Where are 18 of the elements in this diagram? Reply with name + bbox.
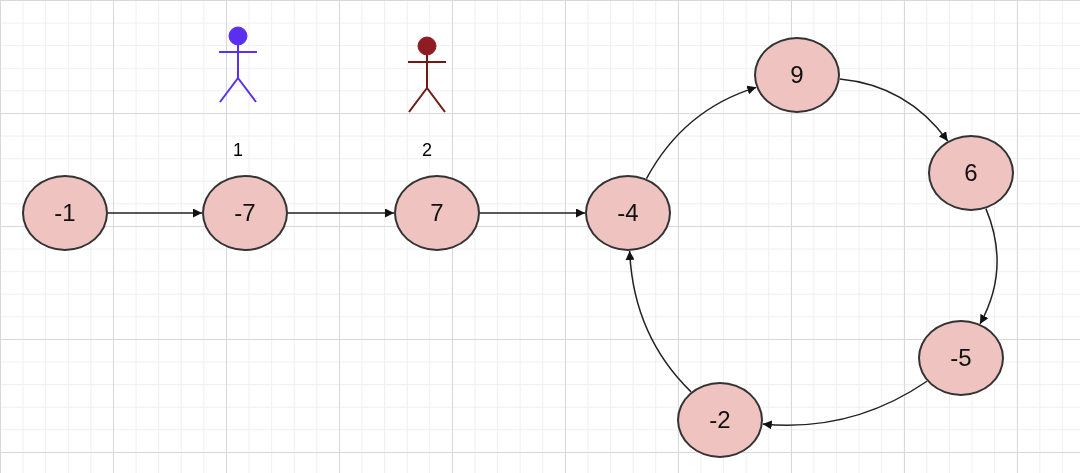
node-ellipse: 7	[394, 175, 480, 251]
node-ellipse: -7	[202, 175, 288, 251]
node-ellipse: -5	[918, 320, 1004, 396]
arrow	[839, 78, 949, 142]
node-ellipse: -1	[22, 175, 108, 251]
arrow	[645, 85, 758, 180]
node-ellipse: 9	[754, 37, 840, 113]
arrow	[479, 208, 586, 218]
node-ellipse: 6	[928, 135, 1014, 211]
node-ellipse: -2	[677, 382, 763, 458]
arrow	[287, 208, 395, 218]
arrow	[625, 250, 692, 393]
arrow	[107, 208, 203, 218]
arrow	[979, 207, 998, 325]
arrow	[762, 380, 928, 430]
number-label: 2	[422, 140, 432, 161]
number-label: 1	[233, 140, 243, 161]
node-ellipse: -4	[585, 175, 671, 251]
